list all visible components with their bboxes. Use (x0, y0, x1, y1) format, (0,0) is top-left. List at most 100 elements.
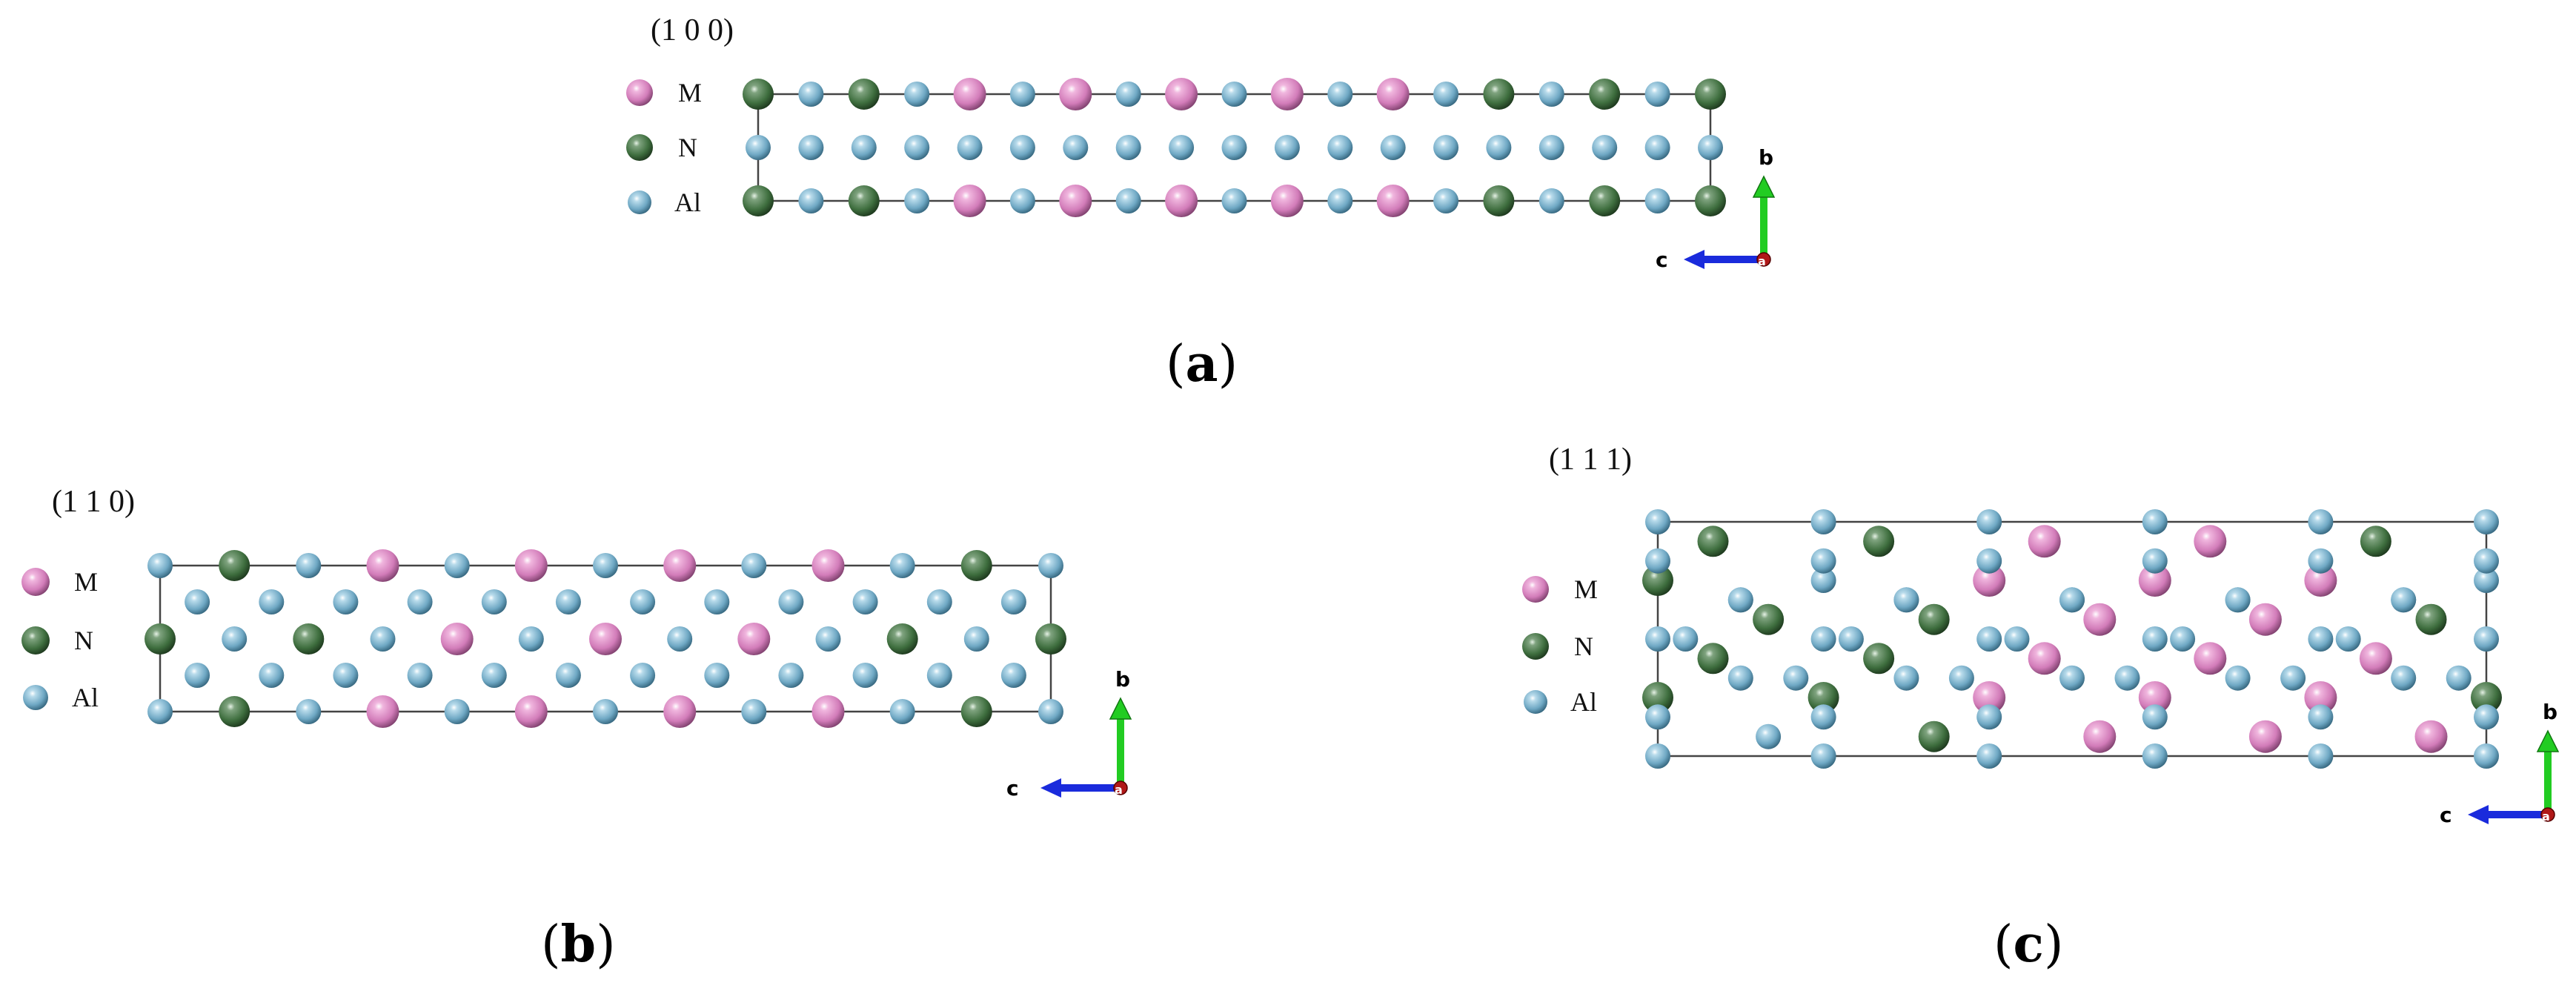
atom-Al (852, 589, 878, 614)
legend-label-Al: Al (1570, 687, 1597, 717)
atom-Al (296, 553, 322, 578)
atom-Al (1221, 82, 1247, 107)
axis-a-dot (2540, 807, 2555, 822)
atom-Al (1698, 135, 1723, 160)
axis-b-arrowhead (2536, 729, 2560, 752)
axis-c-arrowhead (1040, 778, 1061, 798)
atom-Al (2004, 626, 2030, 652)
atom-Al (1810, 509, 1836, 534)
atom-Al (630, 663, 656, 688)
atom-Al (1644, 82, 1670, 107)
atom-Al (185, 589, 210, 614)
legend-swatch-Al (1524, 690, 1547, 714)
atom-Al (1538, 188, 1564, 213)
atom-Al (1673, 626, 1699, 652)
atom-M (1165, 185, 1198, 217)
atom-N (293, 623, 325, 655)
atom-Al (444, 553, 470, 578)
atom-Al (1433, 188, 1459, 213)
atom-Al (1000, 663, 1026, 688)
atom-M (1059, 78, 1092, 110)
atom-Al (1645, 704, 1670, 730)
atom-Al (889, 553, 915, 578)
atom-Al (1644, 188, 1670, 213)
atom-Al (746, 135, 771, 160)
atom-M (2194, 642, 2227, 675)
legend-label-N: N (1574, 632, 1593, 661)
atom-M (1376, 185, 1410, 217)
atom-Al (1838, 626, 1864, 652)
panel-caption-a: (a) (1166, 334, 1238, 394)
atom-Al (1115, 82, 1141, 107)
atom-M (589, 623, 622, 655)
atom-Al (1727, 587, 1753, 613)
atom-M (1165, 78, 1198, 110)
atom-N (1918, 603, 1950, 635)
legend-c: M N Al (1522, 574, 1598, 717)
atom-M (366, 549, 399, 582)
atom-N (1483, 185, 1515, 216)
atom-Al (1810, 626, 1836, 652)
atom-layer-b (145, 549, 1066, 728)
atom-Al (2142, 509, 2168, 534)
legend-label-M: M (1574, 574, 1598, 604)
atom-M (663, 695, 697, 728)
atom-Al (1783, 665, 1809, 691)
atom-Al (1810, 743, 1836, 769)
atom-Al (1327, 82, 1353, 107)
atom-M (2083, 603, 2117, 636)
atom-M (2138, 564, 2171, 597)
atom-Al (1538, 135, 1564, 160)
atom-Al (963, 626, 989, 652)
atom-M (953, 185, 986, 217)
plane-label-b: (1 1 0) (52, 485, 135, 519)
atom-Al (2308, 509, 2334, 534)
atom-N (2471, 682, 2502, 713)
axis-triad-b: b c a (1006, 667, 1132, 801)
atom-Al (333, 589, 359, 614)
atom-Al (778, 589, 804, 614)
atom-Al (1948, 665, 1974, 691)
atom-N (1589, 79, 1621, 110)
atom-Al (1433, 135, 1459, 160)
atom-M (2248, 603, 2282, 636)
legend-swatch-M (21, 568, 50, 596)
atom-Al (1221, 135, 1247, 160)
panel-b: (1 1 0) M N Al b c a (b) (21, 485, 1132, 974)
atom-Al (333, 663, 359, 688)
axis-triad-a: b c a (1656, 145, 1776, 272)
atom-Al (1115, 135, 1141, 160)
plane-label-c: (1 1 1) (1549, 443, 1632, 477)
atom-Al (1810, 548, 1836, 574)
atom-Al (1221, 188, 1247, 213)
atom-Al (407, 663, 433, 688)
atom-Al (2142, 548, 2168, 574)
atom-N (1863, 526, 1895, 557)
atom-Al (1727, 665, 1753, 691)
atom-Al (222, 626, 248, 652)
atom-Al (1538, 82, 1564, 107)
atom-N (1589, 185, 1621, 216)
axis-c-label: c (1006, 776, 1019, 801)
legend-swatch-N (1522, 633, 1549, 660)
atom-Al (2142, 704, 2168, 730)
atom-Al (1976, 548, 2002, 574)
atom-Al (1433, 82, 1459, 107)
axis-c-arrowhead (2468, 805, 2489, 824)
atom-Al (2446, 665, 2472, 691)
atom-Al (904, 188, 930, 213)
axis-b-arrowhead (1752, 175, 1776, 198)
atom-Al (957, 135, 983, 160)
atom-M (1059, 185, 1092, 217)
atom-Al (2474, 548, 2499, 574)
axis-b-arrowhead (1109, 697, 1132, 720)
atom-Al (926, 589, 952, 614)
atom-Al (555, 663, 581, 688)
atom-M (1270, 78, 1304, 110)
atom-Al (2474, 568, 2499, 593)
atom-N (1697, 526, 1729, 557)
atom-Al (185, 663, 210, 688)
atom-N (1483, 79, 1515, 110)
atom-Al (1009, 82, 1035, 107)
atom-M (737, 623, 771, 655)
